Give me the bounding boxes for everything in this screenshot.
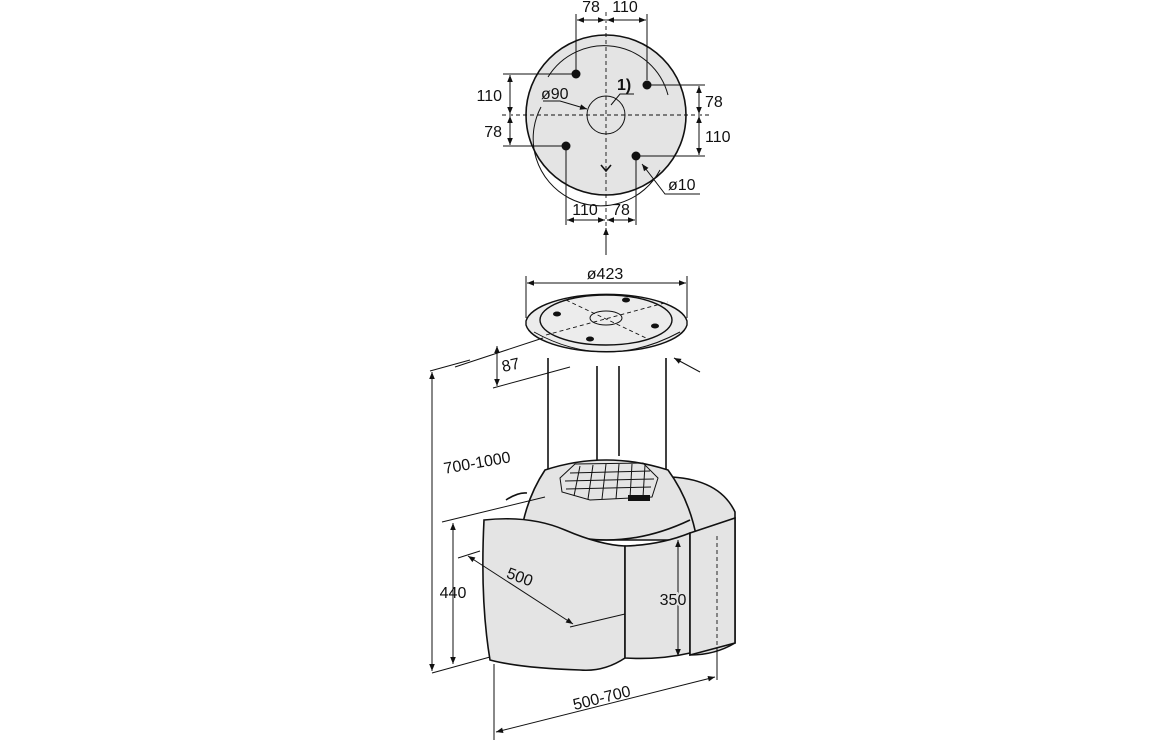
grease-filter [559,462,659,501]
plate-height-label: 87 [500,356,521,376]
top-view-plate: 78 110 110 78 78 110 110 78 ø90 1) ø10 [476,0,731,255]
dim-left-upper: 110 [476,88,502,105]
mount-hole-icon [571,69,581,79]
center-hole-label: ø90 [541,86,569,103]
mount-hole-icon [631,151,641,161]
hood-width-label: 500-700 [571,683,632,714]
dim-top-right: 110 [612,0,638,16]
mount-hole-icon [642,80,652,90]
inner-height-label: 350 [660,592,687,609]
plate-diameter-label: ø423 [587,266,624,283]
isometric-view: ø423 87 [429,266,736,740]
dim-right-lower: 110 [705,129,731,146]
dim-left-lower: 78 [484,124,502,141]
dim-top-left: 78 [582,0,600,16]
dim-bottom-left: 110 [572,202,598,219]
hood-height-label: 440 [440,585,467,602]
dim-bottom-right: 78 [612,202,630,219]
mount-hole-label: ø10 [668,177,696,194]
motor-unit [519,459,698,541]
note-marker: 1) [617,77,631,94]
hood-shell-front [482,517,626,672]
mount-hole-icon [561,141,571,151]
total-height-label: 700-1000 [442,449,512,478]
dim-right-upper: 78 [705,94,723,111]
